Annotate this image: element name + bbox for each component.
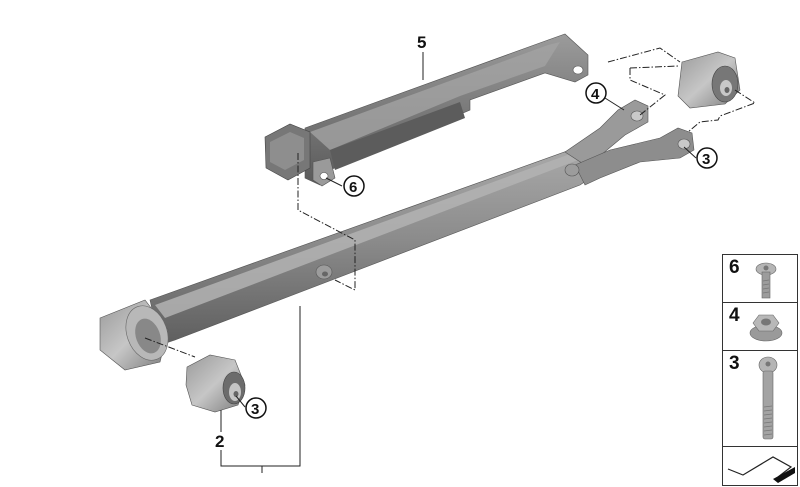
legend-number: 6 <box>729 257 740 278</box>
svg-text:4: 4 <box>591 86 600 103</box>
svg-text:3: 3 <box>702 151 710 168</box>
legend-item-pictogram <box>722 446 798 486</box>
svg-text:2: 2 <box>215 432 224 451</box>
callout-3-lower: 3 <box>245 397 267 419</box>
upper-bracket-part <box>264 33 589 187</box>
bushing-lower-part <box>185 354 246 413</box>
leader-lines <box>220 52 697 473</box>
callout-3-upper: 3 <box>696 147 718 169</box>
callout-2: 2 <box>215 432 224 451</box>
callout-6: 6 <box>343 175 365 197</box>
exploded-parts-diagram: 5 4 3 6 3 2 <box>99 33 757 473</box>
legend-number: 3 <box>729 353 740 374</box>
callout-5: 5 <box>417 33 426 52</box>
svg-text:5: 5 <box>417 33 426 52</box>
legend-item-3: 3 <box>722 350 798 446</box>
legend-item-4: 4 <box>722 302 798 350</box>
hex-flange-nut-icon <box>749 314 783 342</box>
assembly-lines <box>144 47 757 358</box>
torx-bolt-long-icon <box>758 356 778 440</box>
legend-item-6: 6 <box>722 254 798 302</box>
torx-bolt-short-icon <box>755 262 777 299</box>
pictogram-icon <box>727 456 795 483</box>
trailing-arm-part <box>99 99 695 371</box>
callout-4: 4 <box>585 82 607 104</box>
svg-text:6: 6 <box>349 179 357 196</box>
fastener-legend: 6 4 3 <box>722 254 798 486</box>
legend-number: 4 <box>729 305 740 326</box>
bushing-upper-part <box>677 51 741 109</box>
svg-text:3: 3 <box>251 401 259 418</box>
